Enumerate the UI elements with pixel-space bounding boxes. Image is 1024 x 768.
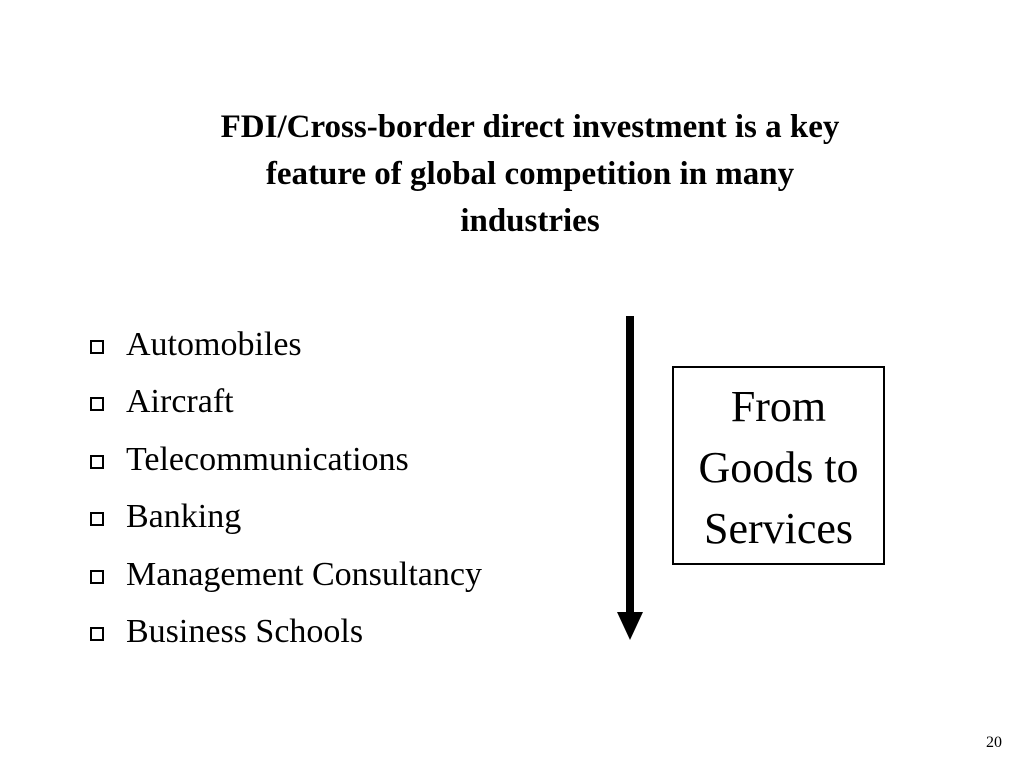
list-item-label: Automobiles [126, 325, 302, 363]
list-item: Telecommunications [90, 431, 482, 489]
industry-list: Automobiles Aircraft Telecommunications … [90, 316, 482, 661]
list-item: Business Schools [90, 604, 482, 662]
title-line: feature of global competition in many [265, 156, 795, 192]
list-item-label: Banking [126, 498, 242, 536]
list-item-label: Aircraft [126, 383, 234, 421]
hollow-square-icon [90, 339, 104, 354]
arrow-head [617, 612, 643, 640]
hollow-square-icon [90, 454, 104, 469]
list-item: Aircraft [90, 374, 482, 432]
callout-line: Goods to [698, 443, 859, 492]
list-item-label: Telecommunications [126, 440, 409, 478]
list-item: Automobiles [90, 316, 482, 374]
arrow-shaft [626, 316, 634, 616]
slide-title: FDI/Cross-border direct investment is a … [150, 104, 910, 245]
list-item: Banking [90, 489, 482, 547]
list-item: Management Consultancy [90, 546, 482, 604]
callout-line: Services [703, 504, 854, 553]
hollow-square-icon [90, 397, 104, 412]
title-line: FDI/Cross-border direct investment is a … [220, 109, 840, 145]
title-line: industries [460, 203, 600, 239]
list-item-label: Business Schools [126, 613, 364, 651]
hollow-square-icon [90, 512, 104, 527]
hollow-square-icon [90, 627, 104, 642]
hollow-square-icon [90, 569, 104, 584]
page-number: 20 [986, 734, 1002, 751]
goods-to-services-callout: From Goods to Services [672, 366, 885, 565]
callout-line: From [730, 382, 827, 431]
list-item-label: Management Consultancy [126, 555, 482, 593]
